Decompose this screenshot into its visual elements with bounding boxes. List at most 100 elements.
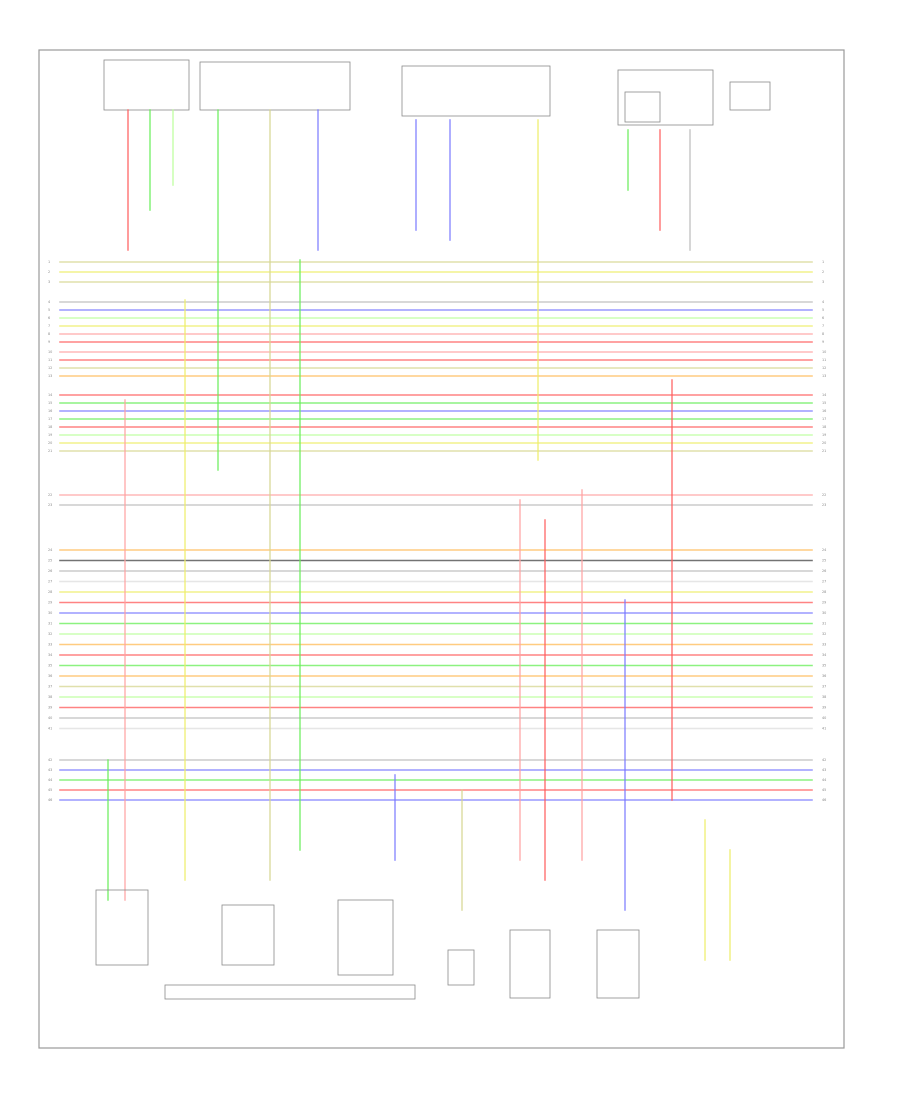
bus-pin-right: 8 xyxy=(822,332,824,336)
bus-pin-right: 43 xyxy=(822,768,826,772)
top-component-5 xyxy=(624,91,661,123)
bus-pin-left: 8 xyxy=(48,332,50,336)
bus-pin-right: 6 xyxy=(822,316,824,320)
bus-pin-right: 12 xyxy=(822,366,826,370)
bus-pin-left: 33 xyxy=(48,643,52,647)
bus-pin-left: 29 xyxy=(48,601,52,605)
bus-pin-left: 41 xyxy=(48,727,52,731)
bus-pin-left: 9 xyxy=(48,340,50,344)
bus-pin-right: 3 xyxy=(822,280,824,284)
bus-pin-left: 22 xyxy=(48,493,52,497)
bus-pin-right: 36 xyxy=(822,674,826,678)
bus-pin-right: 27 xyxy=(822,580,826,584)
bus-pin-left: 32 xyxy=(48,632,52,636)
bus-pin-right: 37 xyxy=(822,685,826,689)
bus-pin-right: 29 xyxy=(822,601,826,605)
bus-pin-right: 26 xyxy=(822,569,826,573)
bus-pin-left: 1 xyxy=(48,260,50,264)
bus-pin-left: 4 xyxy=(48,300,50,304)
bus-pin-left: 23 xyxy=(48,503,52,507)
bottom-component-4 xyxy=(509,929,551,999)
bus-pin-left: 11 xyxy=(48,358,52,362)
bus-pin-right: 34 xyxy=(822,653,826,657)
top-component-1 xyxy=(103,59,190,111)
bus-pin-right: 24 xyxy=(822,548,826,552)
bus-pin-right: 31 xyxy=(822,622,826,626)
bus-pin-left: 24 xyxy=(48,548,52,552)
bus-pin-right: 7 xyxy=(822,324,824,328)
bus-pin-right: 13 xyxy=(822,374,826,378)
bus-pin-left: 13 xyxy=(48,374,52,378)
bus-pin-right: 46 xyxy=(822,798,826,802)
ground-strip xyxy=(164,984,416,1000)
bus-pin-right: 39 xyxy=(822,706,826,710)
bus-pin-left: 2 xyxy=(48,270,50,274)
bus-pin-left: 36 xyxy=(48,674,52,678)
bus-pin-right: 15 xyxy=(822,401,826,405)
diagram-frame xyxy=(38,49,845,1049)
bottom-component-5 xyxy=(596,929,640,999)
bus-pin-left: 44 xyxy=(48,778,52,782)
bus-pin-left: 6 xyxy=(48,316,50,320)
bus-pin-right: 41 xyxy=(822,727,826,731)
bus-pin-right: 18 xyxy=(822,425,826,429)
bus-pin-left: 42 xyxy=(48,758,52,762)
bus-pin-left: 21 xyxy=(48,449,52,453)
bus-pin-right: 45 xyxy=(822,788,826,792)
top-components xyxy=(103,59,771,126)
top-component-2 xyxy=(199,61,351,111)
bus-pin-right: 9 xyxy=(822,340,824,344)
bus-pin-left: 19 xyxy=(48,433,52,437)
bus-pin-right: 23 xyxy=(822,503,826,507)
bus-pin-left: 43 xyxy=(48,768,52,772)
bus-pin-left: 17 xyxy=(48,417,52,421)
bus-pin-left: 15 xyxy=(48,401,52,405)
bus-pin-right: 4 xyxy=(822,300,824,304)
bus-pin-right: 42 xyxy=(822,758,826,762)
bus-pin-right: 17 xyxy=(822,417,826,421)
bus-pin-left: 25 xyxy=(48,559,52,563)
bus-pin-right: 30 xyxy=(822,611,826,615)
top-component-3 xyxy=(401,65,551,117)
bus-pin-right: 22 xyxy=(822,493,826,497)
bus-pin-right: 10 xyxy=(822,350,826,354)
bottom-component-3 xyxy=(337,899,394,976)
bus-pin-left: 10 xyxy=(48,350,52,354)
bus-pin-left: 37 xyxy=(48,685,52,689)
bus-pin-left: 40 xyxy=(48,716,52,720)
bus-pin-right: 33 xyxy=(822,643,826,647)
bus-pin-right: 20 xyxy=(822,441,826,445)
bus-pin-right: 25 xyxy=(822,559,826,563)
bus-pin-left: 30 xyxy=(48,611,52,615)
bus-pin-right: 14 xyxy=(822,393,826,397)
bus-pin-right: 21 xyxy=(822,449,826,453)
bus-pin-left: 31 xyxy=(48,622,52,626)
bus-pin-left: 46 xyxy=(48,798,52,802)
bus-pin-right: 5 xyxy=(822,308,824,312)
bus-pin-left: 20 xyxy=(48,441,52,445)
bus-pin-right: 16 xyxy=(822,409,826,413)
top-component-4 xyxy=(617,69,714,126)
bus-pin-right: 44 xyxy=(822,778,826,782)
bus-pin-right: 19 xyxy=(822,433,826,437)
bus-pin-left: 45 xyxy=(48,788,52,792)
bus-pin-left: 3 xyxy=(48,280,50,284)
bus-pin-left: 26 xyxy=(48,569,52,573)
bus-pin-left: 38 xyxy=(48,695,52,699)
bus-pin-left: 39 xyxy=(48,706,52,710)
bus-pin-left: 12 xyxy=(48,366,52,370)
bottom-component-2 xyxy=(221,904,275,966)
bus-pin-left: 5 xyxy=(48,308,50,312)
bus-pin-right: 1 xyxy=(822,260,824,264)
vertical-wires xyxy=(107,109,731,961)
bus-pin-right: 35 xyxy=(822,664,826,668)
bus-pin-right: 2 xyxy=(822,270,824,274)
bus-pin-right: 11 xyxy=(822,358,826,362)
bus-pin-right: 38 xyxy=(822,695,826,699)
bus-pin-left: 28 xyxy=(48,590,52,594)
bottom-component-1 xyxy=(95,889,149,966)
bus-pin-left: 35 xyxy=(48,664,52,668)
bus-pin-left: 7 xyxy=(48,324,50,328)
